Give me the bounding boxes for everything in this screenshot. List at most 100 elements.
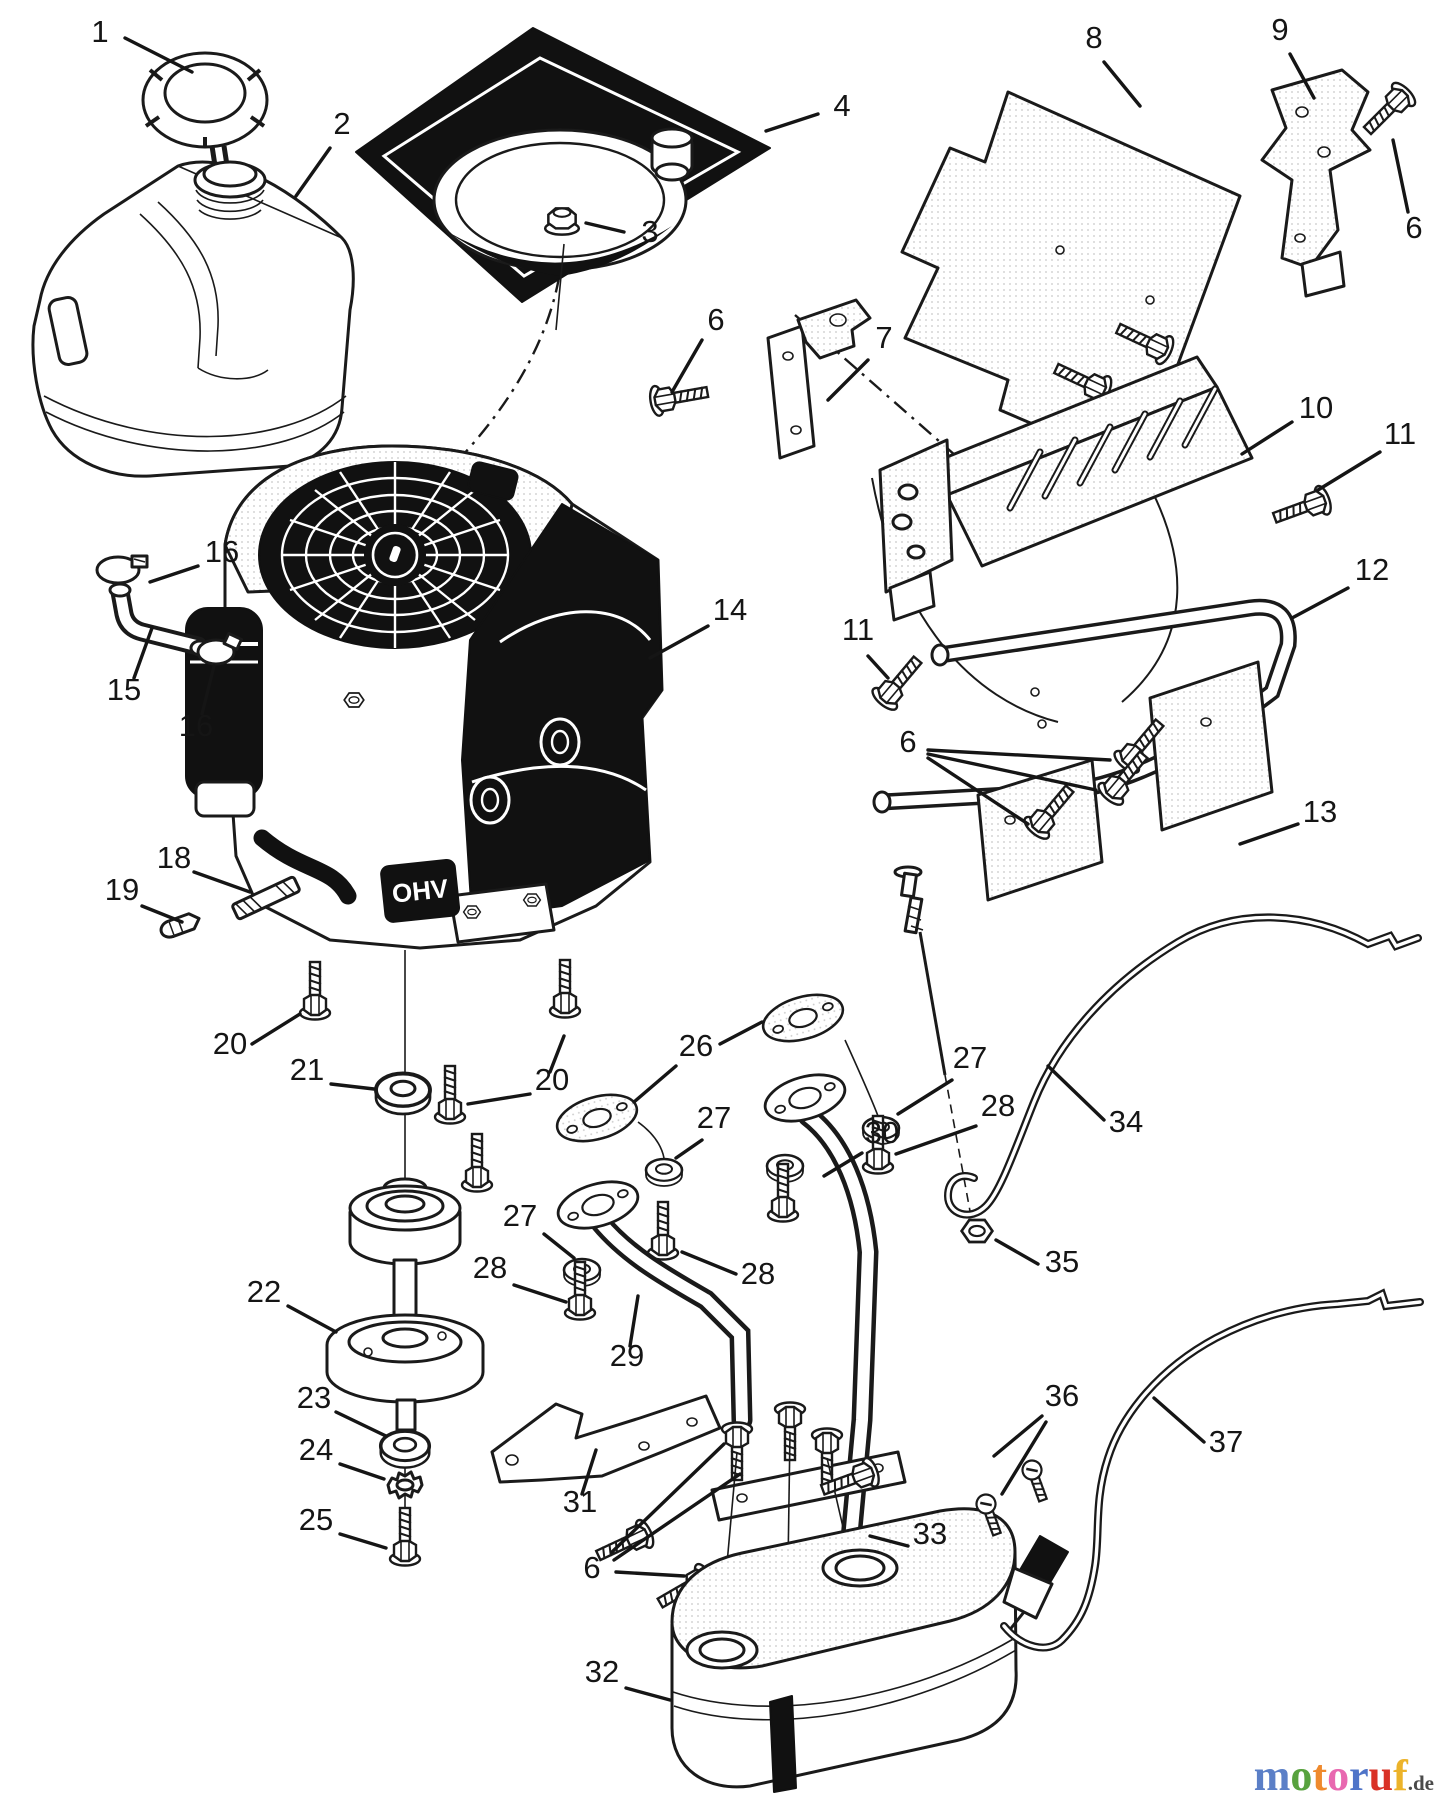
- callout-leader-26: [632, 1064, 678, 1104]
- muffler-guard-part: [878, 355, 1254, 622]
- callout-35: 35: [1045, 1244, 1079, 1279]
- watermark-letter: r: [1349, 1751, 1369, 1800]
- callout-leader-6: [926, 756, 1030, 826]
- callout-leader-6: [926, 752, 1098, 792]
- callout-leader-11: [1316, 450, 1382, 492]
- ohv-badge: OHV: [380, 858, 461, 923]
- muffler-bracket-31: [490, 1394, 722, 1484]
- callout-20: 20: [535, 1062, 569, 1097]
- muffler-bolt-6: [720, 1421, 754, 1482]
- callout-7: 7: [875, 320, 892, 355]
- callout-leader-35: [994, 1238, 1040, 1266]
- callout-15: 15: [107, 672, 141, 707]
- callout-leader-27: [542, 1232, 576, 1260]
- callout-leader-11: [866, 654, 890, 680]
- callout-leader-6: [1391, 138, 1410, 214]
- belt-guard-tray-part: [355, 27, 771, 331]
- mount-bolt-20: [433, 1064, 467, 1125]
- rod-axis-dash: [944, 1074, 973, 1223]
- callout-27: 27: [697, 1100, 731, 1135]
- callout-14: 14: [713, 592, 747, 627]
- frame-bolt-11: [867, 648, 931, 715]
- callout-leader-33: [868, 1534, 910, 1548]
- assembly-axis-dash: [408, 243, 565, 541]
- callout-31: 31: [563, 1484, 597, 1519]
- callout-leader-16: [148, 564, 200, 584]
- watermark-motoruf[interactable]: motoruf.de: [1254, 1754, 1434, 1798]
- guard-bolt-11: [1268, 482, 1336, 534]
- callout-27: 27: [953, 1040, 987, 1075]
- callout-21: 21: [290, 1052, 324, 1087]
- callout-leader-4: [764, 112, 820, 133]
- callout-leader-3: [584, 221, 626, 234]
- cable-clamp-36: [1002, 1535, 1069, 1633]
- callout-30: 30: [865, 1115, 899, 1150]
- callout-2: 2: [333, 106, 350, 141]
- callout-36: 36: [1045, 1378, 1079, 1413]
- pulley-stack-part: [325, 1177, 485, 1432]
- callout-20: 20: [213, 1026, 247, 1061]
- callout-leader-20: [548, 1034, 566, 1074]
- callout-leader-6: [670, 338, 704, 394]
- hose-clamp-part: [95, 554, 149, 585]
- callout-leader-29: [628, 1294, 640, 1348]
- watermark-letter: m: [1253, 1751, 1291, 1800]
- lock-washer-24: [386, 1470, 424, 1500]
- callout-leader-1: [123, 36, 194, 74]
- callout-29: 29: [610, 1338, 644, 1373]
- callout-leader-6: [926, 748, 1112, 762]
- callout-19: 19: [105, 872, 139, 907]
- choke-cable-part: [1000, 1288, 1424, 1652]
- callout-10: 10: [1299, 390, 1333, 425]
- callout-leader-26: [718, 1020, 764, 1046]
- washer-27: [644, 1157, 684, 1188]
- callout-32: 32: [585, 1654, 619, 1689]
- callout-leader-34: [1046, 1064, 1106, 1122]
- callout-1: 1: [91, 14, 108, 49]
- callout-leader-2: [294, 146, 332, 198]
- callout-leader-6: [614, 1570, 686, 1578]
- callout-18: 18: [157, 840, 191, 875]
- hose-clamp-part: [196, 632, 243, 666]
- callout-11: 11: [1384, 416, 1416, 451]
- throttle-cable-part: [893, 865, 1422, 1219]
- callout-leader-13: [1238, 822, 1300, 846]
- nut-35: [960, 1218, 994, 1244]
- callout-16: 16: [179, 708, 213, 743]
- callout-27: 27: [503, 1198, 537, 1233]
- muffler-part: [670, 1507, 1018, 1793]
- callout-leader-12: [1290, 586, 1350, 620]
- callout-24: 24: [299, 1432, 333, 1467]
- mount-bolt-20: [460, 1132, 494, 1193]
- callout-6: 6: [899, 724, 916, 759]
- callout-33: 33: [913, 1516, 947, 1551]
- callout-leader-25: [338, 1532, 388, 1550]
- callout-leader-28: [680, 1250, 738, 1276]
- callout-leader-9: [1288, 52, 1316, 100]
- callout-leader-8: [1102, 60, 1142, 108]
- callout-22: 22: [247, 1274, 281, 1309]
- callout-3: 3: [641, 214, 658, 249]
- watermark-suffix: .de: [1407, 1771, 1434, 1795]
- svg-text:OHV: OHV: [391, 873, 451, 909]
- watermark-letter: t: [1312, 1751, 1328, 1800]
- callout-25: 25: [299, 1502, 333, 1537]
- callout-16: 16: [205, 534, 239, 569]
- mount-bolt-20: [298, 960, 332, 1021]
- callout-leader-24: [338, 1462, 386, 1481]
- callout-leader-27: [896, 1078, 954, 1116]
- tray-nut-part: [543, 207, 581, 236]
- callout-28: 28: [473, 1250, 507, 1285]
- callout-leader-20: [250, 1012, 302, 1046]
- callout-leader-22: [286, 1304, 338, 1334]
- callout-leader-32: [624, 1686, 672, 1702]
- callout-28: 28: [981, 1088, 1015, 1123]
- washer-21: [374, 1071, 432, 1116]
- washer-23: [378, 1429, 432, 1470]
- watermark-letter: o: [1290, 1751, 1313, 1800]
- callout-12: 12: [1355, 552, 1389, 587]
- callout-leader-36: [1000, 1420, 1048, 1496]
- callout-37: 37: [1209, 1424, 1243, 1459]
